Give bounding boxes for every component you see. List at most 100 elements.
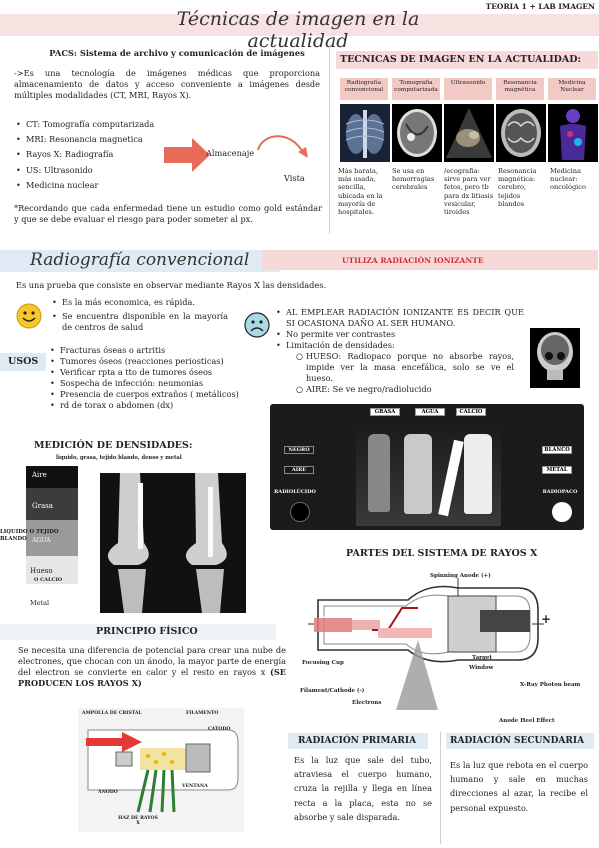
list-item: Tumores óseos (reacciones periosticas) — [50, 356, 260, 367]
list-item: rd de torax o abdomen (dx) — [50, 400, 260, 411]
principio-text: Se necesita una diferencia de potencial … — [18, 645, 286, 689]
list-item: US: Ultrasonido — [16, 163, 176, 178]
pacs-note: *Recordando que cada enfermedad tiene un… — [14, 203, 322, 224]
xray-tube-diagram — [308, 578, 544, 710]
header-tag: TEORIA 1 + LAB IMAGEN — [485, 2, 595, 11]
density-bottles-panel: GRASA AGUA CALCIO NEGRO AIRE RADIOLÚCIDO… — [270, 404, 584, 530]
storage-label: Almacenaje — [206, 148, 255, 158]
list-item: AIRE: Se ve negro/radiolucido — [306, 384, 432, 394]
tube-label: CATODO — [208, 727, 231, 732]
part-label: Filament/Cathode (-) — [300, 688, 365, 694]
principio-heading-band — [0, 624, 276, 640]
density-label: Aire — [32, 471, 47, 479]
primaria-text: Es la luz que sale del tubo, atraviesa e… — [294, 755, 432, 822]
tube-label: HAZ DE RAYOS X — [118, 816, 158, 826]
primaria-heading: RADIACIÓN PRIMARIA — [298, 736, 417, 746]
divider — [440, 732, 441, 844]
list-item: No permite ver contrastes — [286, 329, 396, 339]
list-item: Rayos X: Radiografía — [16, 147, 176, 162]
list-item: Medicina nuclear — [16, 178, 176, 193]
bottle-label: CALCIO — [456, 408, 486, 416]
ionizing-badge-band — [262, 250, 598, 270]
right-label: BLANCO — [542, 446, 572, 454]
secundaria-heading: RADIACIÓN SECUNDARIA — [450, 736, 585, 746]
part-label: Target — [472, 655, 492, 661]
technique-desc: Resonancia magnética: cerebro, tejidos b… — [498, 167, 537, 208]
bottle-label: AGUA — [415, 408, 445, 416]
principio-emphasis: (SE PRODUCEN LOS RAYOS X) — [18, 667, 286, 688]
ionizing-badge: UTILIZA RADIACIÓN IONIZANTE — [342, 256, 484, 265]
right-label: METAL — [542, 466, 572, 474]
ultrasound-image — [444, 104, 494, 162]
black-swatch — [290, 502, 310, 522]
view-label: Vista — [284, 173, 305, 183]
page-title: Técnicas de imagen en la actualidad — [176, 8, 420, 52]
header-band — [0, 14, 599, 36]
density-scale: Aire Grasa AGUA Hueso O CALCIO Metal — [26, 466, 78, 610]
density-label: Hueso — [30, 567, 53, 575]
white-swatch — [552, 502, 572, 522]
list-item: Verificar rpta a tto de tumores óseos — [50, 367, 260, 378]
technique-desc: Más barata, más usada, sencilla, ubicada… — [338, 167, 383, 217]
right-label: RADIOPACO — [542, 489, 578, 495]
secundaria-heading-band — [446, 733, 594, 749]
part-label: Anode Heel Effect — [499, 718, 555, 724]
part-label: Window — [469, 665, 494, 671]
radiografia-intro: Es una prueba que consiste en observar m… — [16, 280, 327, 290]
tube-label: AMPOLLA DE CRISTAL — [82, 711, 142, 716]
tube-minus-sign: − — [318, 610, 329, 624]
technique-header: Resonancia magnética — [496, 78, 544, 100]
list-item: Limitación de densidades: — [286, 340, 395, 350]
techniques-grid: Radiografía convencional Tomografía comp… — [338, 78, 598, 236]
radiografia-title: Radiografía convencional — [30, 250, 250, 270]
technique-header: Tomografía computarizada — [392, 78, 440, 100]
sad-face-icon — [244, 312, 270, 338]
part-label: Electrons — [352, 700, 382, 706]
pacs-list: CT: Tomografía computarizada MRI: Resona… — [16, 117, 176, 193]
divider — [329, 44, 330, 234]
part-label: X-Ray Photon beam — [520, 682, 581, 688]
list-item: CT: Tomografía computarizada — [16, 117, 176, 132]
list-item: Es la más economica, es rápida. — [52, 297, 228, 308]
technique-desc: Se usa en hemorragias cerebrales — [392, 167, 435, 192]
tube-plus-sign: + — [541, 612, 552, 626]
list-item: MRI: Resonancia magnetica — [16, 132, 176, 147]
tube-label: ÁNODO — [98, 790, 118, 795]
techniques-heading-band — [336, 51, 598, 69]
density-heading: MEDICIÓN DE DENSIDADES: — [34, 440, 193, 451]
usos-label-band — [0, 353, 46, 371]
list-item: Presencia de cuerpos extraños ( metálico… — [50, 389, 260, 400]
density-label: AGUA — [32, 537, 51, 544]
xray-production-diagram — [78, 708, 244, 832]
storage-arrow-icon — [164, 138, 210, 172]
knee-xray-image — [100, 473, 246, 613]
left-label: RADIOLÚCIDO — [274, 489, 316, 495]
pacs-heading: PACS: Sistema de archivo y comunicación … — [49, 48, 305, 58]
part-label: Focusing Cup — [302, 660, 344, 666]
usos-label: USOS — [8, 356, 39, 367]
technique-header: Radiografía convencional — [340, 78, 388, 100]
list-item: Sospecha de infección: neumonias — [50, 378, 260, 389]
skull-xray-image — [530, 328, 580, 388]
density-label: O CALCIO — [34, 577, 63, 583]
left-label: AIRE — [284, 466, 314, 474]
list-item: Fracturas óseas o artritis — [50, 345, 260, 356]
density-label: LIQUIDO O TEJIDO BLANDO — [0, 529, 59, 542]
technique-header: Medicina Nuclear — [548, 78, 596, 100]
usos-list: Fracturas óseas o artritis Tumores óseos… — [50, 345, 260, 411]
list-item: Se encuentra disponible en la mayoría de… — [52, 311, 228, 333]
density-subheading: liquido, grasa, tejido blando, denso y m… — [56, 455, 182, 461]
parts-heading: PARTES DEL SISTEMA DE RAYOS X — [346, 548, 538, 559]
part-label: Spinning Anode (+) — [430, 573, 491, 579]
radiografia-title-band — [0, 250, 280, 272]
pros-list: Es la más economica, es rápida. Se encue… — [52, 297, 228, 333]
pacs-intro: ->Es una tecnología de imágenes médicas … — [14, 68, 320, 100]
bottle-label: GRASA — [370, 408, 400, 416]
nuclear-medicine-image — [548, 104, 598, 162]
primaria-heading-band — [288, 733, 428, 749]
chest-xray-image — [340, 104, 390, 162]
left-label: NEGRO — [284, 446, 314, 454]
mri-image — [496, 104, 546, 162]
technique-desc: /ecografía: sirve para ver fetos, pero t… — [444, 167, 494, 217]
ct-image — [392, 104, 442, 162]
